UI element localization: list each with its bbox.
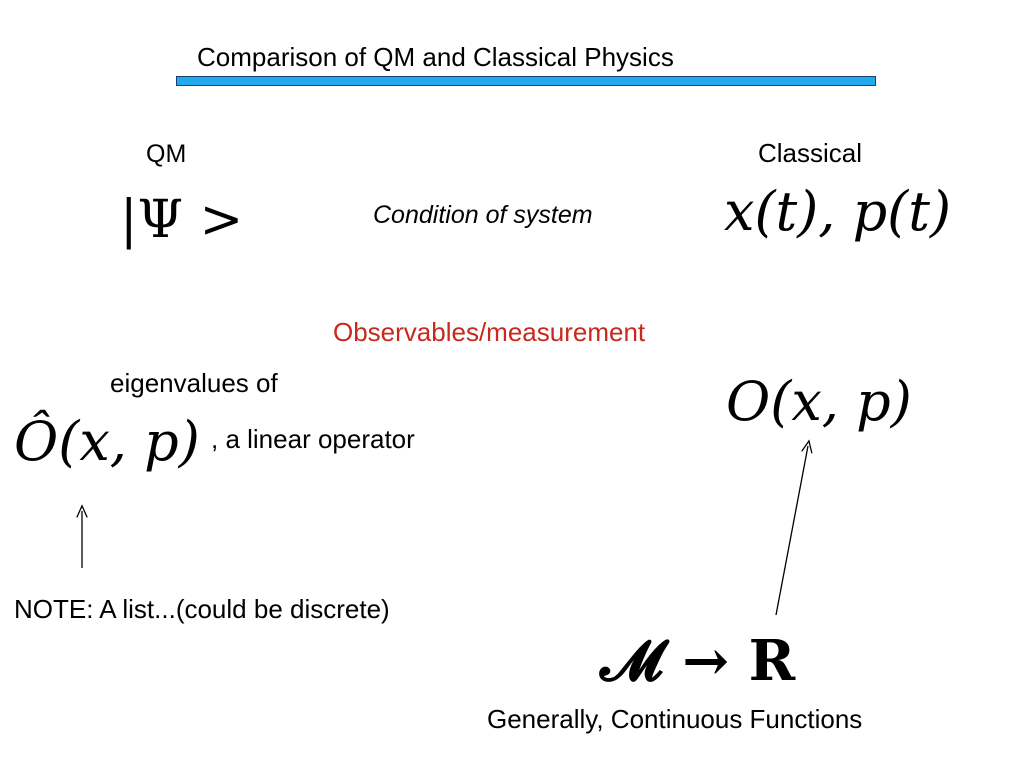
mapping-arrow bbox=[775, 446, 808, 616]
slide-title: Comparison of QM and Classical Physics bbox=[197, 42, 674, 72]
observables-measurement-label: Observables/measurement bbox=[333, 317, 646, 347]
qm-heading: QM bbox=[146, 140, 187, 168]
eigenvalues-of-label: eigenvalues of bbox=[110, 368, 278, 398]
qm-operator-expression: Ô(x, p) bbox=[14, 410, 200, 473]
condition-of-system-label: Condition of system bbox=[373, 201, 593, 229]
classical-heading: Classical bbox=[758, 138, 863, 168]
linear-operator-label: , a linear operator bbox=[211, 424, 415, 454]
qm-state-ket: |Ψ > bbox=[120, 190, 244, 250]
title-underline-bar bbox=[176, 76, 876, 86]
note-label: NOTE: A list...(could be discrete) bbox=[14, 594, 390, 624]
mapping-expression: 𝓜 → R bbox=[600, 628, 796, 694]
classical-state-expression: x(t), p(t) bbox=[724, 180, 952, 243]
classical-observable-expression: O(x, p) bbox=[726, 370, 912, 433]
continuous-functions-label: Generally, Continuous Functions bbox=[487, 704, 863, 734]
